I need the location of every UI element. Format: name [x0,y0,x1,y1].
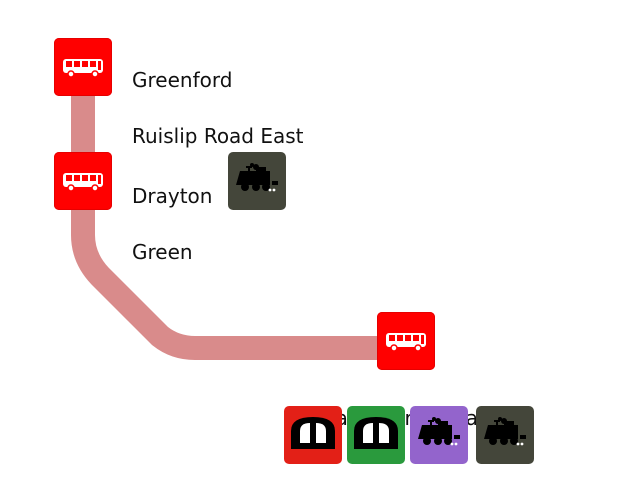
stop-marker-greenford[interactable] [54,38,112,96]
stop-marker-drayton-green[interactable] [54,152,112,210]
stop-name-line1: Drayton [132,184,213,208]
stop-marker-ealing-broadway[interactable] [377,312,435,370]
train-icon [234,163,280,199]
bus-icon [384,330,428,352]
stop-name-line2: Green [132,240,193,264]
district-line-connection[interactable] [347,406,405,464]
central-line-connection[interactable] [284,406,342,464]
tube-train-icon [351,413,401,457]
stop-label-greenford: Greenford Ruislip Road East [132,38,304,178]
national-rail-connection[interactable] [228,152,286,210]
elizabeth-line-connection[interactable] [410,406,468,464]
tube-train-icon [288,413,338,457]
stop-name-line2: Ruislip Road East [132,124,304,148]
stop-label-drayton-green: Drayton Green [132,154,212,294]
bus-icon [61,56,105,78]
national-rail-connection[interactable] [476,406,534,464]
bus-icon [61,170,105,192]
train-icon [482,417,528,453]
stop-name-line1: Greenford [132,68,233,92]
train-icon [416,417,462,453]
